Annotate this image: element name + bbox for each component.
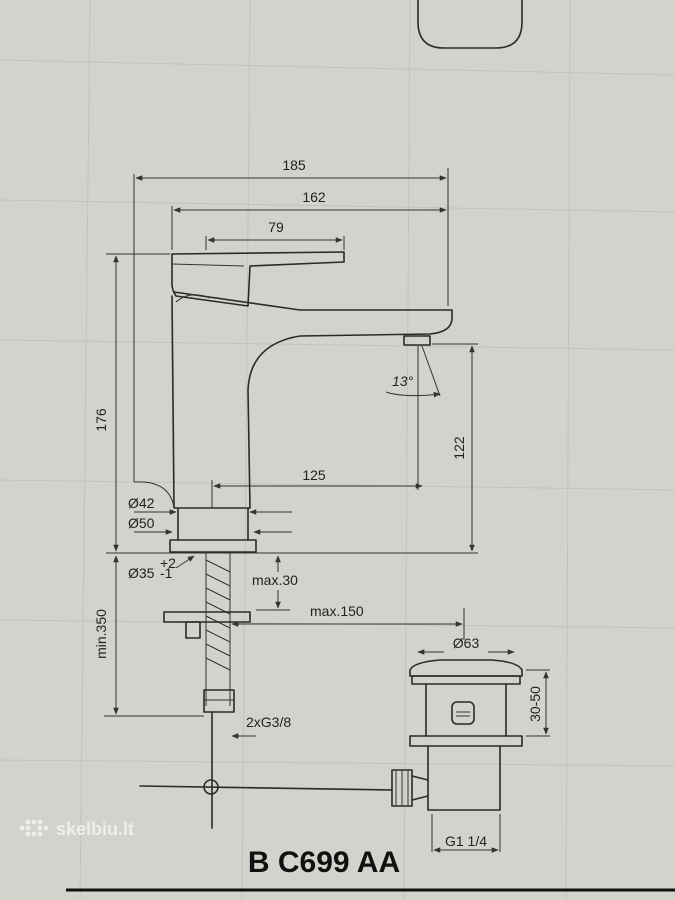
dim-122: 122: [451, 436, 467, 460]
handle-lever: [171, 251, 345, 307]
dim-176: 176: [93, 408, 109, 432]
waste-drain: [391, 659, 523, 811]
dim-dia50: Ø50: [128, 515, 155, 531]
dim-connection: 2xG3/8: [246, 714, 291, 730]
extension-lines: [104, 168, 550, 852]
dimension-arrows: [113, 175, 549, 853]
dim-max150: max.150: [310, 603, 364, 619]
dim-dia63: Ø63: [453, 635, 480, 651]
pull-rod: [139, 785, 393, 791]
threaded-shank: [205, 552, 231, 706]
svg-text:skelbiu.lt: skelbiu.lt: [56, 819, 134, 839]
dim-185: 185: [282, 157, 306, 173]
dim-thread: G1 1/4: [445, 833, 487, 849]
dim-range3050: 30-50: [527, 686, 543, 722]
watermark-logo-icon: [19, 819, 49, 837]
base-plate: [169, 539, 257, 553]
watermark: skelbiu.lt: [19, 819, 134, 839]
dim-dia35: Ø35: [128, 565, 155, 581]
aerator: [403, 335, 431, 346]
adjacent-product-outline: [417, 0, 523, 49]
model-code: B C699 AA: [248, 846, 400, 879]
dim-max30: max.30: [252, 572, 298, 588]
rod-pivot: [203, 779, 219, 795]
dim-162: 162: [302, 189, 326, 205]
dim-min350: min.350: [93, 609, 109, 659]
dim-angle: 13°: [392, 373, 414, 389]
faucet-body: [139, 251, 453, 829]
dim-125: 125: [302, 467, 326, 483]
mounting-plate: [163, 611, 251, 623]
dim-dia35-tol-minus: -1: [160, 565, 173, 581]
dim-dia35-tol-plus: +2: [160, 555, 176, 571]
dim-79: 79: [268, 219, 284, 235]
dim-dia42: Ø42: [128, 495, 155, 511]
connection-nut: [203, 689, 235, 713]
